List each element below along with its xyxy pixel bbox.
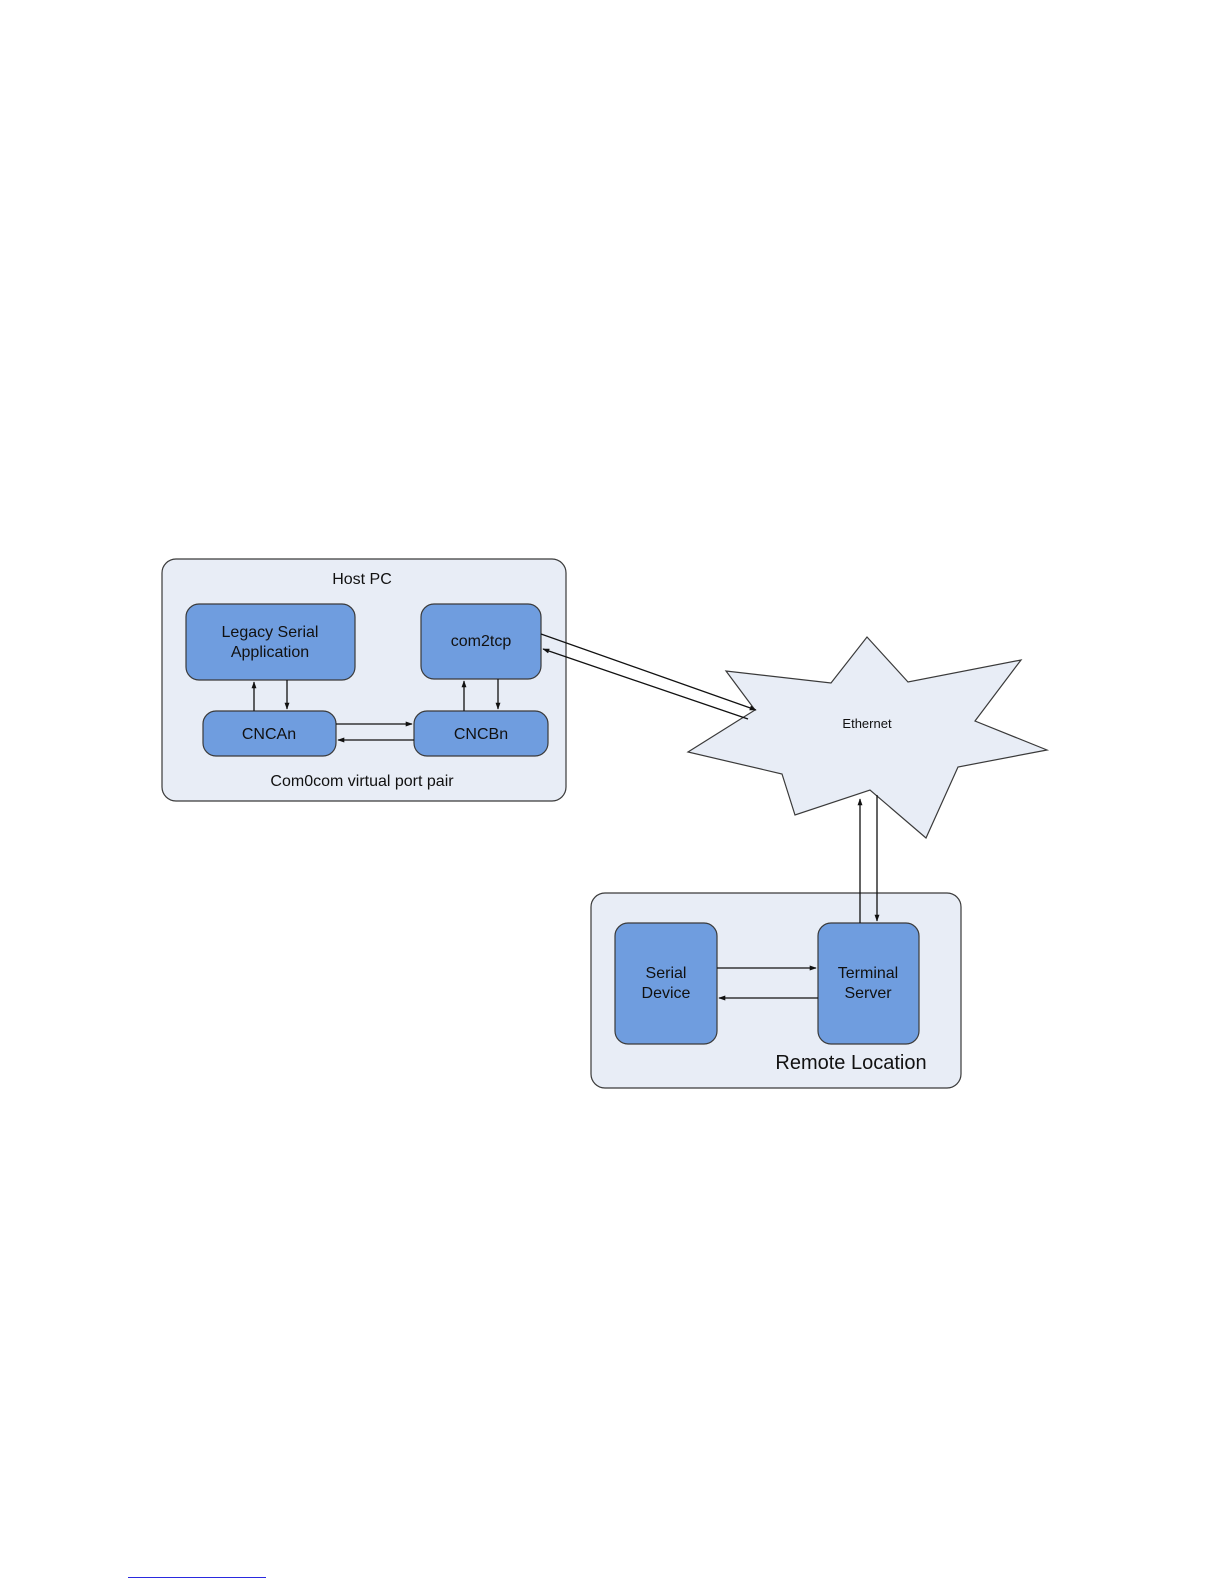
terminal-server-label-line2: Server (844, 985, 892, 1002)
remote-location-caption: Remote Location (775, 1052, 926, 1074)
ethernet-burst-shape (688, 637, 1047, 838)
ethernet-cloud: Ethernet (688, 637, 1047, 838)
serial-device-node (615, 923, 717, 1044)
serial-device-label-line1: Serial (646, 965, 687, 982)
com0com-caption: Com0com virtual port pair (270, 773, 454, 790)
host-pc-title: Host PC (332, 571, 392, 588)
host-pc-group: Host PC Com0com virtual port pair Legacy… (162, 559, 566, 801)
serial-device-label-line2: Device (642, 985, 691, 1002)
legacy-app-label-line1: Legacy Serial (222, 624, 319, 641)
com2tcp-label: com2tcp (451, 633, 512, 650)
cncbn-label: CNCBn (454, 726, 508, 743)
legacy-app-label-line2: Application (231, 644, 309, 661)
legacy-serial-application-node (186, 604, 355, 680)
cncan-label: CNCAn (242, 726, 296, 743)
arrow-com2tcp-to-ethernet (541, 634, 756, 710)
footnote-separator (128, 1577, 266, 1578)
terminal-server-label-line1: Terminal (838, 965, 898, 982)
terminal-server-node (818, 923, 919, 1044)
ethernet-label: Ethernet (842, 716, 892, 731)
remote-location-group: Remote Location Serial Device Terminal S… (591, 893, 961, 1088)
arrow-ethernet-to-com2tcp (543, 649, 748, 719)
